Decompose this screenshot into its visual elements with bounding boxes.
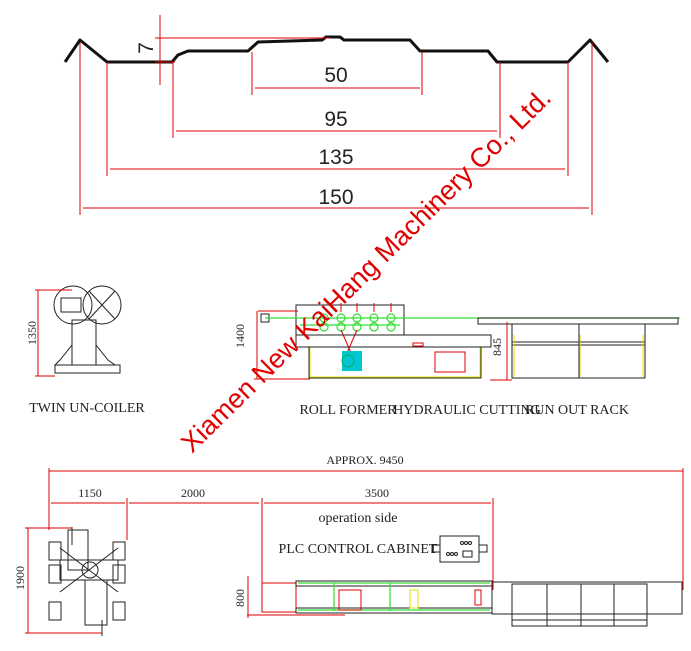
label-plc-cabinet: PLC CONTROL CABINET [279, 542, 438, 557]
forming-rollers [319, 303, 396, 356]
motor [342, 351, 362, 371]
twin-uncoiler-plan: 1900 [13, 527, 126, 636]
dim-1900: 1900 [13, 566, 27, 590]
twin-uncoiler-side: 1350 [25, 285, 122, 377]
dim-2000: 2000 [181, 486, 205, 500]
dim-50: 50 [324, 64, 347, 87]
dim-845: 845 [490, 338, 504, 356]
roll-former-side: 1400 [233, 303, 680, 380]
plan-dimensions: APPROX. 9450 1150 2000 3500 [48, 453, 684, 595]
dim-1150: 1150 [78, 486, 102, 500]
dim-800: 800 [233, 589, 247, 607]
dim-total: APPROX. 9450 [326, 453, 403, 467]
watermark: Xiamen New KaiHang Machinery Co., Ltd. [175, 82, 557, 458]
dim-1400: 1400 [233, 324, 247, 348]
label-twin-uncoiler: TWIN UN-COILER [29, 401, 145, 416]
roll-former-plan: 800 [233, 576, 493, 618]
dim-150: 150 [318, 186, 353, 209]
dim-135: 135 [318, 146, 353, 169]
label-roll-former: ROLL FORMER [299, 403, 397, 418]
dim-95: 95 [324, 108, 347, 131]
label-operation-side: operation side [319, 511, 398, 526]
dim-3500: 3500 [365, 486, 389, 500]
run-out-rack-side: 845 [477, 317, 679, 381]
profile-dimensions: 7 50 95 135 150 [79, 15, 593, 215]
label-hydraulic-cutting: HYDRAULIC CUTTING [393, 403, 540, 418]
label-run-out-rack: RUN OUT RACK [525, 403, 629, 418]
dim-1350: 1350 [25, 321, 39, 345]
dim-height: 7 [135, 42, 158, 54]
run-out-rack-plan [491, 581, 683, 627]
plc-cabinet [431, 535, 488, 563]
